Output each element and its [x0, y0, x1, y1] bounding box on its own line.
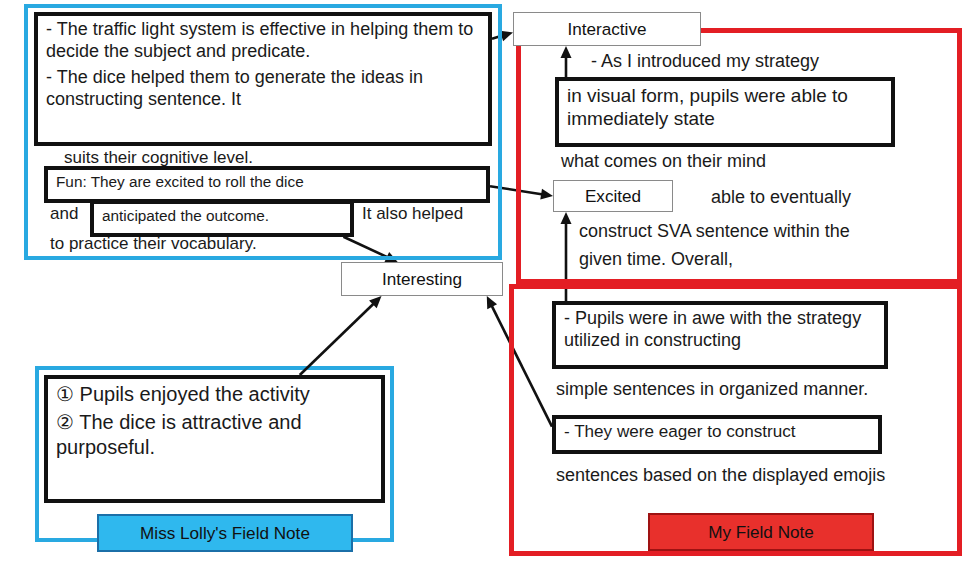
note-text: and — [50, 204, 78, 224]
arrow-line — [300, 303, 375, 375]
theme-label: Excited — [553, 180, 673, 212]
highlight-box: in visual form, pupils were able to imme… — [555, 77, 895, 147]
label-text: - They were eager to construct — [564, 422, 870, 443]
text-holder: able to eventually — [711, 187, 851, 209]
label-text: - The dice helped them to generate the i… — [46, 67, 480, 111]
label-text: Fun: They are excited to roll the dice — [56, 173, 478, 192]
highlight-box: - The traffic light system is effective … — [34, 12, 492, 146]
arrow-head — [540, 189, 553, 200]
theme-arrow — [300, 296, 382, 375]
theme-arrow — [492, 31, 513, 42]
text-holder: what comes on their mind — [561, 151, 766, 173]
label-text: ② The dice is attractive and purposeful. — [56, 410, 373, 459]
theme-label: Interactive — [513, 12, 701, 46]
arrow-head — [369, 296, 381, 308]
field-note-panel: - As I introduced my strategy what comes … — [516, 28, 962, 284]
highlight-box: - They were eager to construct — [552, 415, 882, 454]
arrow-head — [561, 212, 572, 224]
label-text: Miss Lolly's Field Note — [140, 523, 310, 544]
source-label: Miss Lolly's Field Note — [97, 514, 353, 552]
label-text: in visual form, pupils were able to imme… — [567, 84, 883, 130]
text-holder: It also helped — [362, 204, 463, 224]
label-text: Interesting — [382, 269, 462, 290]
highlight-box: ① Pupils enjoyed the activity ② The dice … — [44, 375, 385, 503]
note-text: given time. Overall, — [579, 249, 733, 271]
note-text: able to eventually — [711, 187, 851, 209]
arrow-line — [565, 222, 568, 301]
label-text: - Pupils were in awe with the strategy u… — [564, 308, 876, 352]
note-text: sentences based on the displayed emojis — [556, 465, 885, 487]
arrow-head — [487, 296, 497, 309]
label-text: ① Pupils enjoyed the activity — [56, 382, 373, 406]
text-holder: given time. Overall, — [579, 249, 733, 271]
label-text: My Field Note — [708, 522, 814, 543]
note-text: suits their cognitive level. — [64, 148, 253, 168]
arrow-head — [561, 46, 572, 58]
theme-arrow — [487, 296, 552, 427]
text-holder: simple sentences in organized manner. — [556, 379, 868, 401]
arrow-line — [565, 56, 568, 77]
field-note-panel: simple sentences in organized manner. sen… — [509, 284, 962, 556]
note-text: construct SVA sentence within the — [579, 221, 850, 243]
field-note-panel: suits their cognitive level. and It also h… — [24, 4, 502, 260]
note-text: - As I introduced my strategy — [591, 51, 819, 73]
label-text: - The traffic light system is effective … — [46, 19, 480, 63]
theme-arrow — [561, 46, 572, 77]
text-holder: to practice their vocabulary. — [50, 234, 257, 254]
note-text: to practice their vocabulary. — [50, 234, 257, 254]
highlight-box: Fun: They are excited to roll the dice — [44, 166, 490, 203]
highlight-box: - Pupils were in awe with the strategy u… — [552, 301, 888, 369]
text-holder: construct SVA sentence within the — [579, 221, 850, 243]
theme-label: Interesting — [341, 262, 503, 296]
label-text: Excited — [585, 186, 641, 207]
note-text: simple sentences in organized manner. — [556, 379, 868, 401]
text-holder: suits their cognitive level. — [64, 148, 253, 168]
label-text: Interactive — [567, 19, 646, 40]
highlight-box: anticipated the outcome. — [90, 200, 354, 237]
text-holder: - As I introduced my strategy — [591, 51, 819, 73]
text-holder: sentences based on the displayed emojis — [556, 465, 885, 487]
arrow-line — [491, 305, 552, 427]
note-text: what comes on their mind — [561, 151, 766, 173]
label-text: anticipated the outcome. — [102, 207, 342, 226]
text-holder: and — [50, 204, 78, 224]
arrow-line — [343, 237, 388, 258]
note-text: It also helped — [362, 204, 463, 224]
source-label: My Field Note — [648, 513, 874, 551]
